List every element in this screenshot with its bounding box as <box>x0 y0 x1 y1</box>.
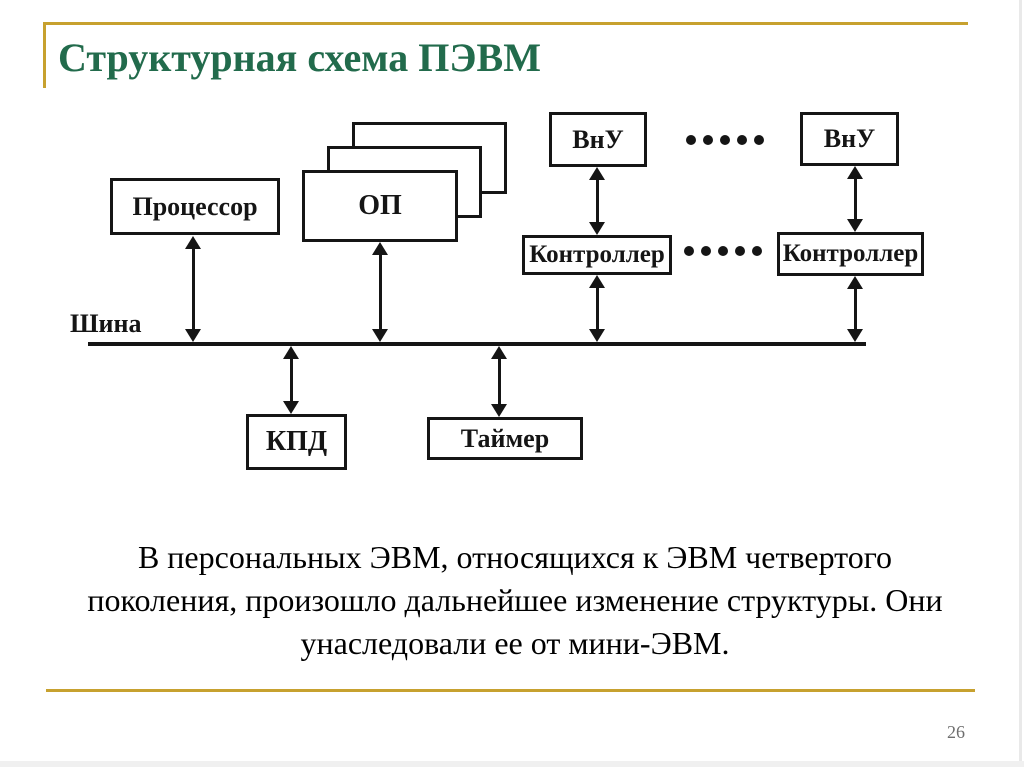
arrowhead-up <box>372 242 388 255</box>
external-device-label-1: ВнУ <box>572 124 624 154</box>
body-paragraph: В персональных ЭВМ, относящихся к ЭВМ че… <box>25 536 1005 665</box>
arrow-bus-timer <box>491 346 507 417</box>
pc-structure-diagram: Процессор ОП ВнУ ВнУ Контроллер Контролл… <box>70 112 924 470</box>
op-label: ОП <box>358 190 402 221</box>
dot <box>686 135 696 145</box>
arrowhead-up <box>185 236 201 249</box>
ellipsis-dots-controllers <box>684 246 762 256</box>
external-device-box-2: ВнУ <box>800 112 899 166</box>
arrowhead-up <box>491 346 507 359</box>
body-line-1: В персональных ЭВМ, относящихся к ЭВМ че… <box>137 539 893 575</box>
external-device-label-2: ВнУ <box>823 124 876 153</box>
title-accent-line <box>43 22 968 25</box>
page-number: 26 <box>947 722 965 742</box>
arrowhead-down <box>589 222 605 235</box>
dot <box>754 135 764 145</box>
slide-title: Структурная схема ПЭВМ <box>58 35 541 80</box>
dot <box>720 135 730 145</box>
arrowhead-down <box>589 329 605 342</box>
arrow-device1-controller1 <box>589 167 605 235</box>
arrowhead-down <box>491 404 507 417</box>
dot <box>737 135 747 145</box>
dot <box>701 246 711 256</box>
arrowhead-up <box>589 167 605 180</box>
arrow-shaft <box>378 253 382 331</box>
arrow-shaft <box>853 177 857 221</box>
arrow-shaft <box>595 178 599 224</box>
ellipsis-dots-devices <box>686 135 764 145</box>
arrowhead-down <box>372 329 388 342</box>
slide-edge-right <box>1019 0 1022 767</box>
timer-box: Таймер <box>427 417 583 460</box>
arrow-op-bus <box>372 242 388 342</box>
dot <box>703 135 713 145</box>
arrow-shaft <box>289 357 293 403</box>
arrowhead-up <box>847 276 863 289</box>
bus-line <box>88 342 866 346</box>
arrow-processor-bus <box>185 236 201 342</box>
controller-label-1: Контроллер <box>529 241 665 268</box>
arrow-shaft <box>853 287 857 331</box>
arrowhead-down <box>847 329 863 342</box>
controller-box-2: Контроллер <box>777 232 924 276</box>
dot <box>735 246 745 256</box>
timer-label: Таймер <box>460 423 550 453</box>
arrowhead-up <box>283 346 299 359</box>
controller-box-1: Контроллер <box>522 235 672 275</box>
dot <box>684 246 694 256</box>
arrowhead-up <box>847 166 863 179</box>
arrow-bus-kpd <box>283 346 299 414</box>
body-line-2: поколения, произошло дальнейшее изменени… <box>87 582 943 618</box>
op-box: ОП <box>302 170 458 242</box>
arrowhead-down <box>283 401 299 414</box>
arrowhead-up <box>589 275 605 288</box>
bus-label: Шина <box>70 309 142 338</box>
arrow-shaft <box>595 286 599 331</box>
dot <box>718 246 728 256</box>
arrow-device2-controller2 <box>847 166 863 232</box>
arrowhead-down <box>847 219 863 232</box>
arrow-shaft <box>191 247 195 331</box>
dot <box>752 246 762 256</box>
arrow-shaft <box>497 357 501 406</box>
processor-box: Процессор <box>110 178 280 235</box>
slide-edge-bottom <box>0 761 1024 767</box>
title-accent-corner <box>43 22 46 88</box>
arrowhead-down <box>185 329 201 342</box>
body-line-3: унаследовали ее от мини-ЭВМ. <box>300 625 730 661</box>
kpd-box: КПД <box>246 414 347 470</box>
kpd-label: КПД <box>265 426 328 457</box>
footer-divider-line <box>46 689 975 692</box>
arrow-controller1-bus <box>589 275 605 342</box>
external-device-box-1: ВнУ <box>549 112 647 167</box>
processor-label: Процессор <box>132 191 258 221</box>
arrow-controller2-bus <box>847 276 863 342</box>
controller-label-2: Контроллер <box>782 240 919 267</box>
